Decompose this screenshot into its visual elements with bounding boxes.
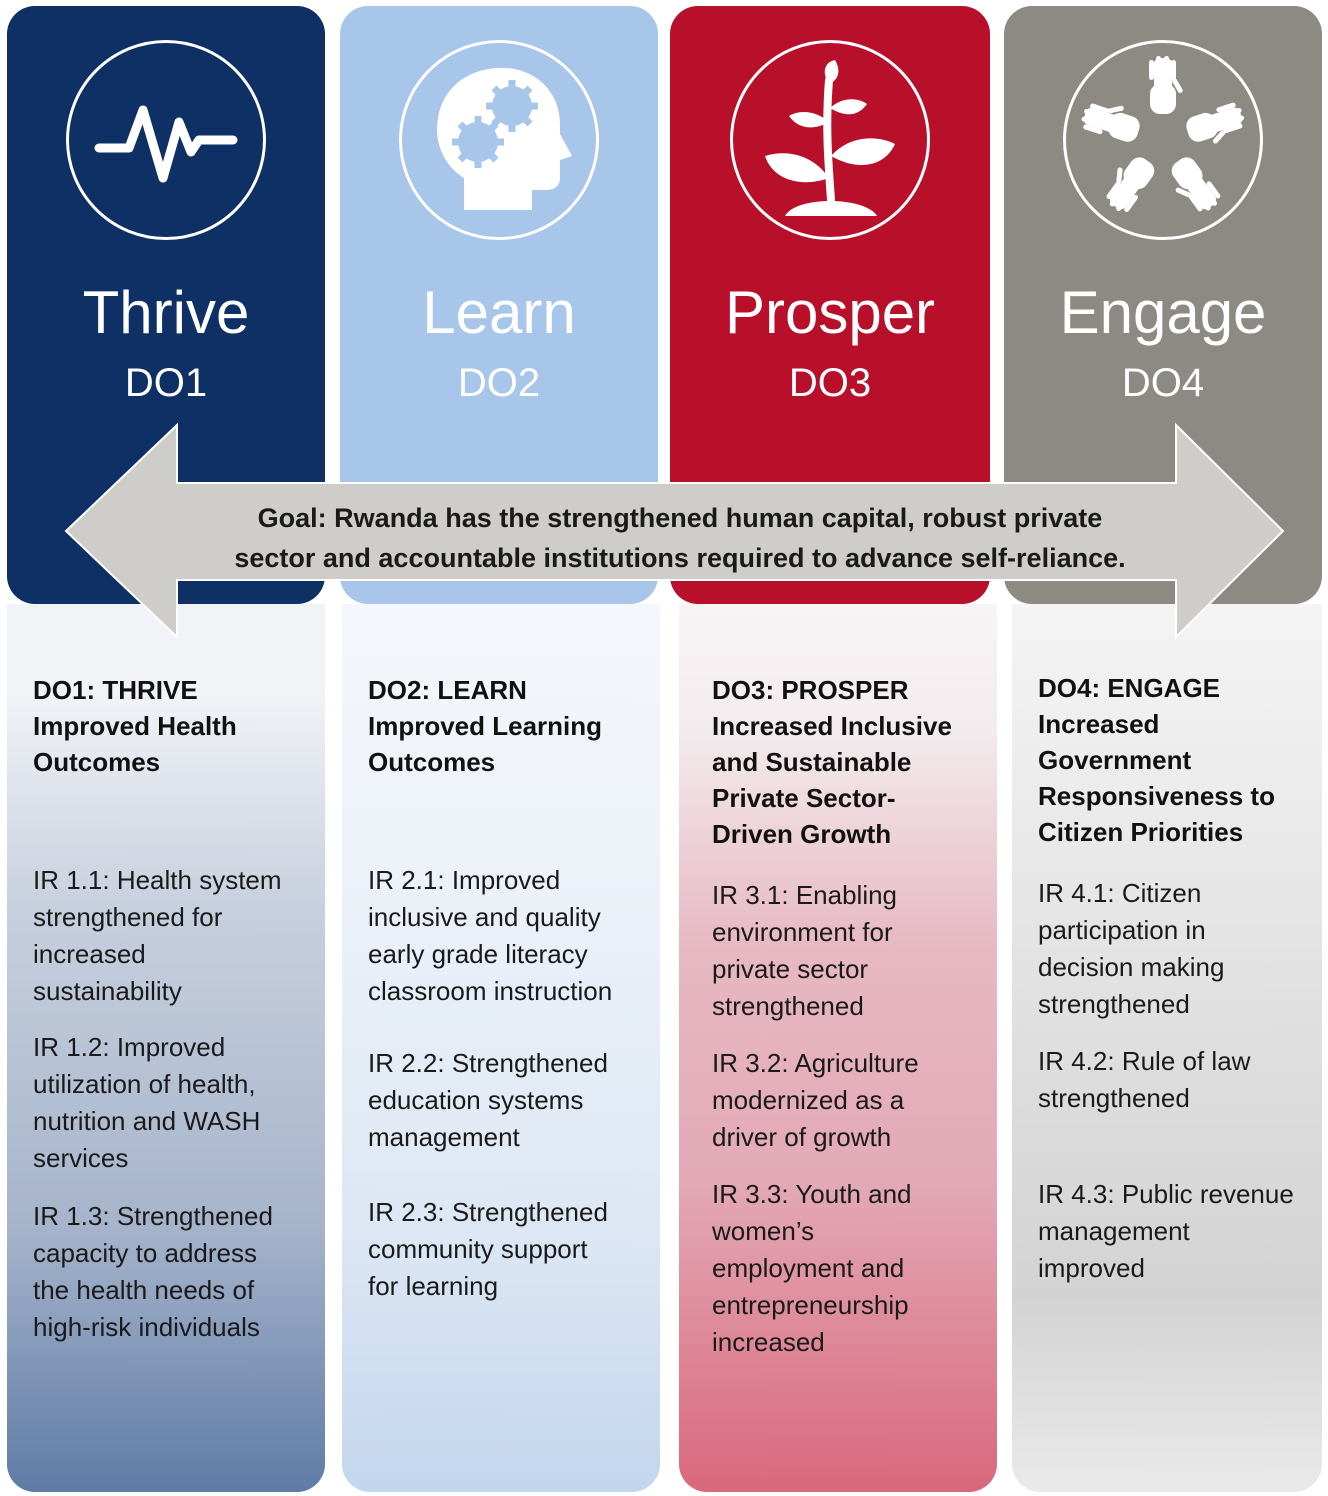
heartbeat-icon	[66, 40, 266, 240]
pillar-code: DO3	[788, 361, 872, 405]
pillar-name: Thrive	[82, 279, 250, 346]
pillar-code: DO4	[1121, 361, 1205, 405]
hands-circle-icon	[1063, 40, 1263, 240]
pillar-name: Engage	[1059, 279, 1267, 346]
sprout-icon	[730, 40, 930, 240]
goal-statement: Goal: Rwanda has the strengthened human …	[234, 503, 1126, 573]
pillar-name: Prosper	[724, 279, 936, 346]
head-gears-icon	[399, 40, 599, 240]
pillar-code: DO1	[124, 361, 208, 405]
pillar-name: Learn	[422, 279, 576, 346]
pillar-code: DO2	[457, 361, 541, 405]
